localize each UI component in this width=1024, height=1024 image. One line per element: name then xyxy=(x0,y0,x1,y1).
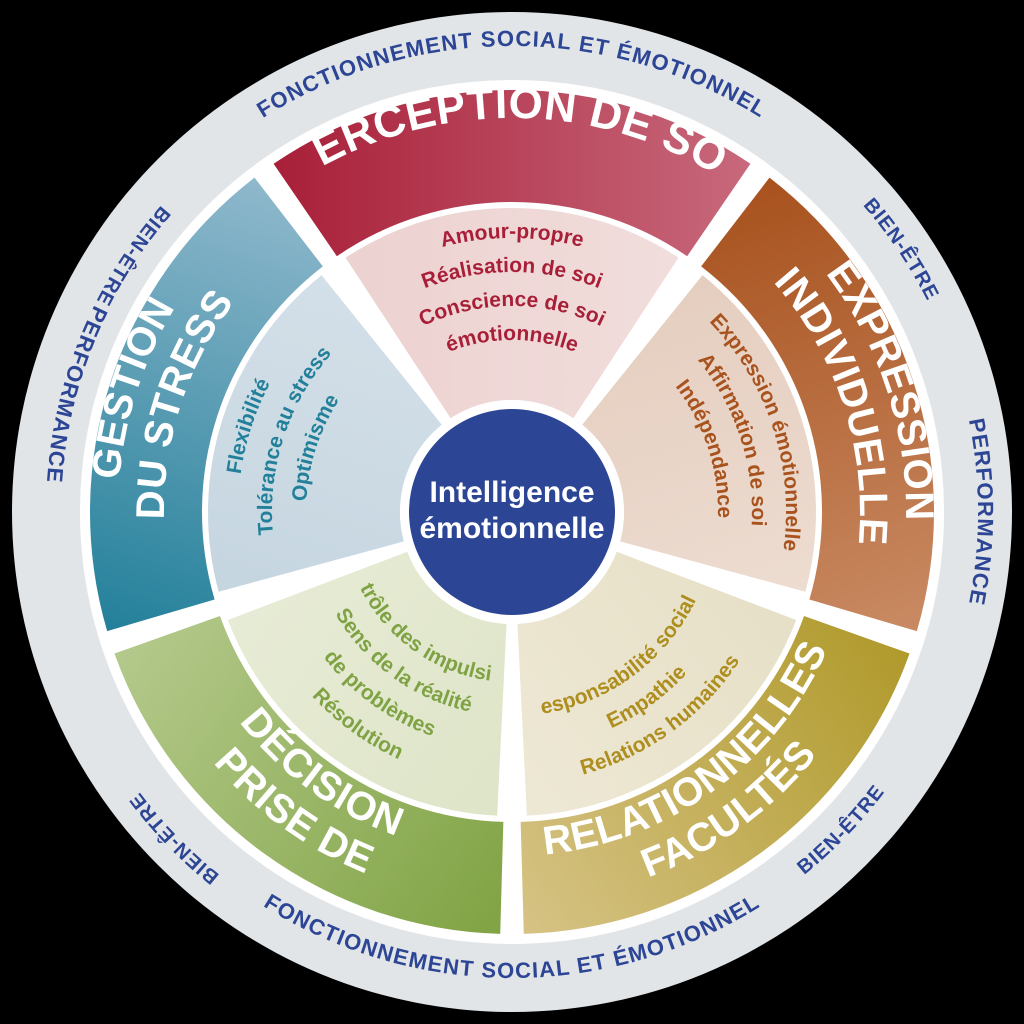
sectors-layer xyxy=(80,80,944,944)
sector-band-expression-individuelle[interactable] xyxy=(701,177,934,632)
center-label-line1: Intelligence xyxy=(429,476,594,509)
sector-inner-gestion-du-stress[interactable] xyxy=(207,275,442,592)
center-disc[interactable] xyxy=(409,409,615,615)
sector-inner-perception-de-soi[interactable] xyxy=(345,207,679,419)
sector-inner-expression-individuelle[interactable] xyxy=(582,275,816,592)
sector-inner-prise-de-decision[interactable] xyxy=(227,551,507,816)
center-label-line2: émotionnelle xyxy=(419,512,604,545)
sector-inner-facultes-relationnelles[interactable] xyxy=(517,551,797,816)
sector-band-facultes-relationnelles[interactable] xyxy=(520,615,910,934)
sector-band-prise-de-decision[interactable] xyxy=(114,615,504,934)
sector-band-perception-de-soi[interactable] xyxy=(273,90,751,257)
sector-band-gestion-du-stress[interactable] xyxy=(90,177,323,632)
